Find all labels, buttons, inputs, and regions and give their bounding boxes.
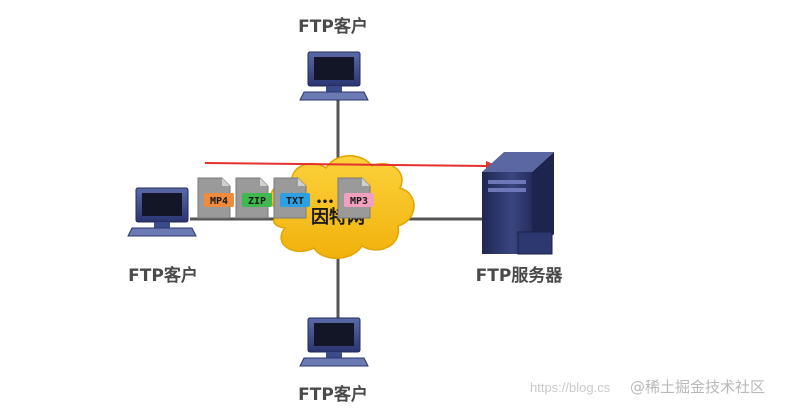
computer-icon-bottom bbox=[299, 317, 369, 367]
file-tag-label: ZIP bbox=[248, 196, 266, 207]
ellipsis: ••• bbox=[316, 197, 334, 208]
label-client-top: FTP客户 bbox=[298, 16, 368, 37]
file-tag-label: MP3 bbox=[350, 196, 368, 207]
watermark-brand: @稀土掘金技术社区 bbox=[630, 378, 765, 396]
file-group: MP4 ZIP TXT MP3 bbox=[197, 177, 374, 219]
file-tag-label: TXT bbox=[286, 196, 304, 207]
server-icon bbox=[482, 152, 554, 255]
label-client-bottom: FTP客户 bbox=[298, 384, 368, 405]
label-client-left: FTP客户 bbox=[128, 265, 198, 286]
file-icon-mp3: MP3 bbox=[337, 177, 374, 219]
file-tag-label: MP4 bbox=[210, 196, 228, 207]
watermark-url: https://blog.cs bbox=[530, 380, 611, 395]
file-icon-mp4: MP4 bbox=[197, 177, 234, 219]
label-server: FTP服务器 bbox=[476, 265, 564, 286]
computer-icon-left bbox=[127, 187, 197, 237]
file-icon-zip: ZIP bbox=[235, 177, 272, 219]
file-icon-txt: TXT bbox=[273, 177, 310, 219]
computer-icon-top bbox=[299, 51, 369, 101]
